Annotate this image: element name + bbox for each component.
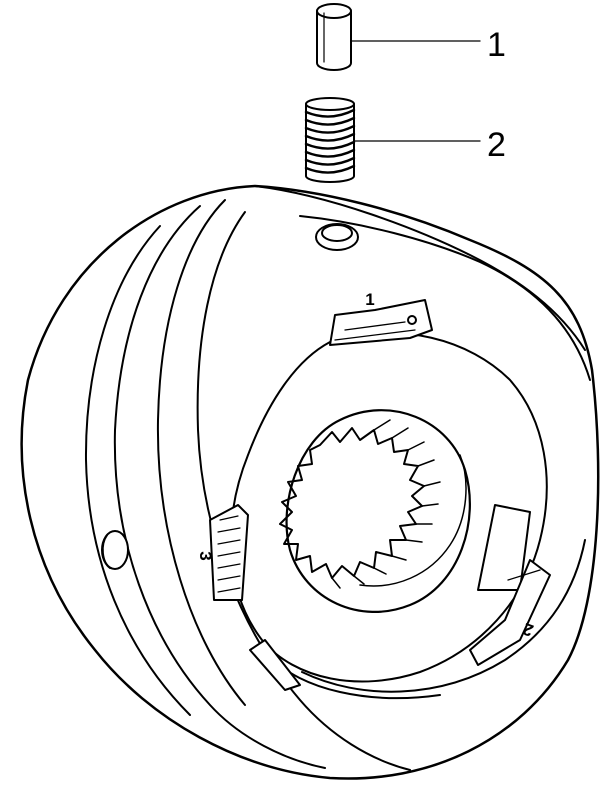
pin-part <box>316 3 352 71</box>
slot-1 <box>329 299 433 346</box>
slot-mark-3: 3 <box>196 551 215 560</box>
slot-2 <box>469 504 551 666</box>
hub-face <box>230 331 586 700</box>
housing-body <box>20 184 600 780</box>
callout-2-label: 2 <box>487 126 506 164</box>
spring-part <box>304 97 356 183</box>
slot-3 <box>209 504 301 691</box>
callout-1-label: 1 <box>487 26 506 64</box>
slot-mark-1: 1 <box>365 290 374 309</box>
